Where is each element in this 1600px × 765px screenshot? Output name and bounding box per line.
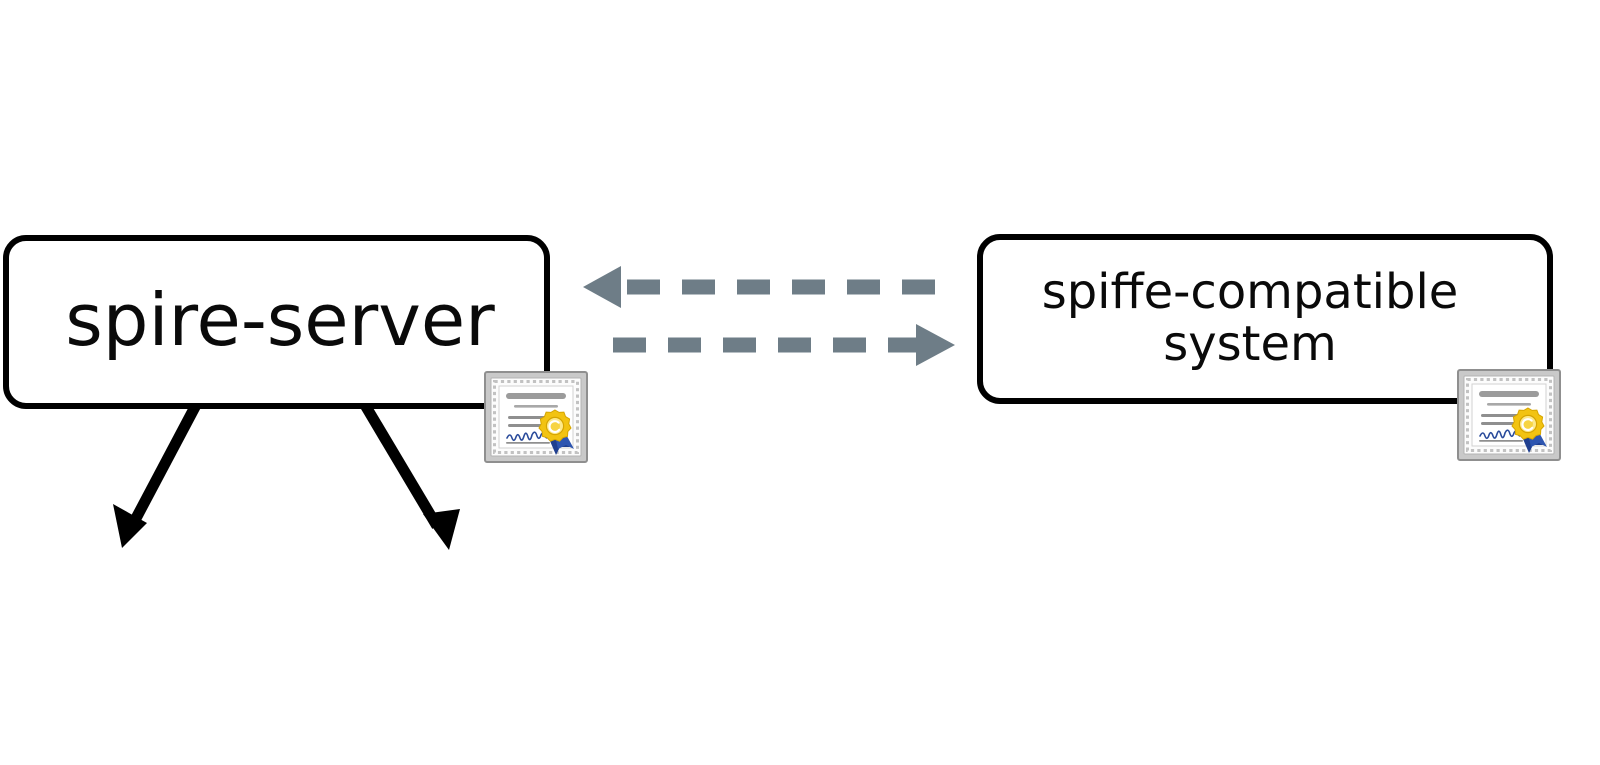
certificate-icon (1457, 369, 1561, 461)
node-spire-server-shape[interactable] (3, 235, 550, 409)
arrowhead-left-icon (583, 266, 621, 308)
arrowhead-right-icon (916, 324, 955, 366)
dashed-arrow-right[interactable] (613, 324, 955, 366)
node-spiffe-compatible-system-label-line2: system (1163, 316, 1337, 372)
node-spiffe-compatible-system-shape[interactable] (977, 234, 1553, 404)
dashed-arrow-left[interactable] (583, 266, 935, 308)
fanout-arrow-left (113, 402, 201, 548)
node-spire-server[interactable]: spire-server (3, 235, 550, 409)
node-spiffe-compatible-system[interactable]: spiffe-compatible system (977, 234, 1553, 404)
node-spiffe-compatible-system-label-line1: spiffe-compatible (1042, 264, 1459, 320)
node-spire-server-label: spire-server (65, 278, 495, 362)
fanout-arrow-right (360, 402, 460, 550)
certificate-icon (484, 371, 588, 463)
